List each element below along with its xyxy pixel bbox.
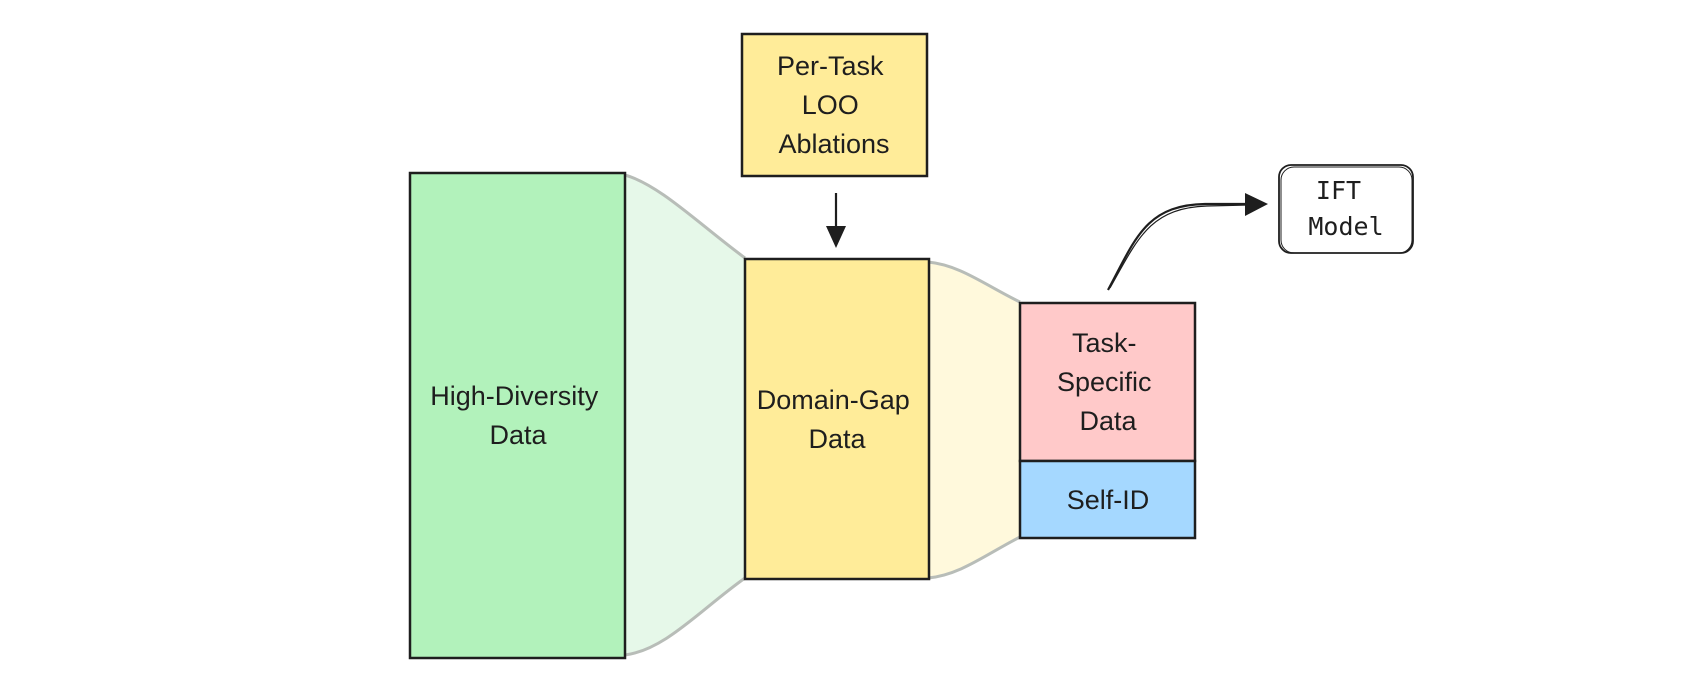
per-task-loo-rect (740, 32, 929, 178)
funnel-edge-green-top (624, 173, 746, 260)
down-arrow (826, 193, 846, 248)
self-id-rect (1018, 459, 1197, 540)
high-diversity-box: High-Diversity Data (408, 171, 627, 660)
ift-model-box: IFT Model (1278, 164, 1414, 254)
self-id-label: Self-ID (1067, 485, 1150, 515)
self-id-box: Self-ID (1018, 459, 1197, 540)
funnel-edge-yellow-bottom (927, 535, 1021, 580)
task-specific-rect (1018, 301, 1197, 463)
ift-model-label: IFT Model (1308, 176, 1383, 241)
per-task-loo-box: Per-Task LOO Ablations (740, 32, 929, 178)
high-diversity-label: High-Diversity Data (430, 381, 606, 450)
task-specific-box: Task- Specific Data (1018, 301, 1197, 463)
funnel-edge-yellow-top (927, 260, 1021, 304)
funnel-connector-yellow (928, 262, 1020, 578)
domain-gap-box: Domain-Gap Data (743, 257, 931, 581)
domain-gap-label: Domain-Gap Data (757, 385, 918, 454)
funnel-connector-green (625, 175, 745, 655)
funnel-edge-green-bottom (624, 576, 746, 657)
domain-gap-rect (743, 257, 931, 581)
per-task-loo-label: Per-Task LOO Ablations (777, 51, 891, 159)
high-diversity-rect (408, 171, 627, 660)
task-specific-label: Task- Specific Data (1057, 328, 1159, 436)
curved-arrow (1107, 193, 1268, 291)
